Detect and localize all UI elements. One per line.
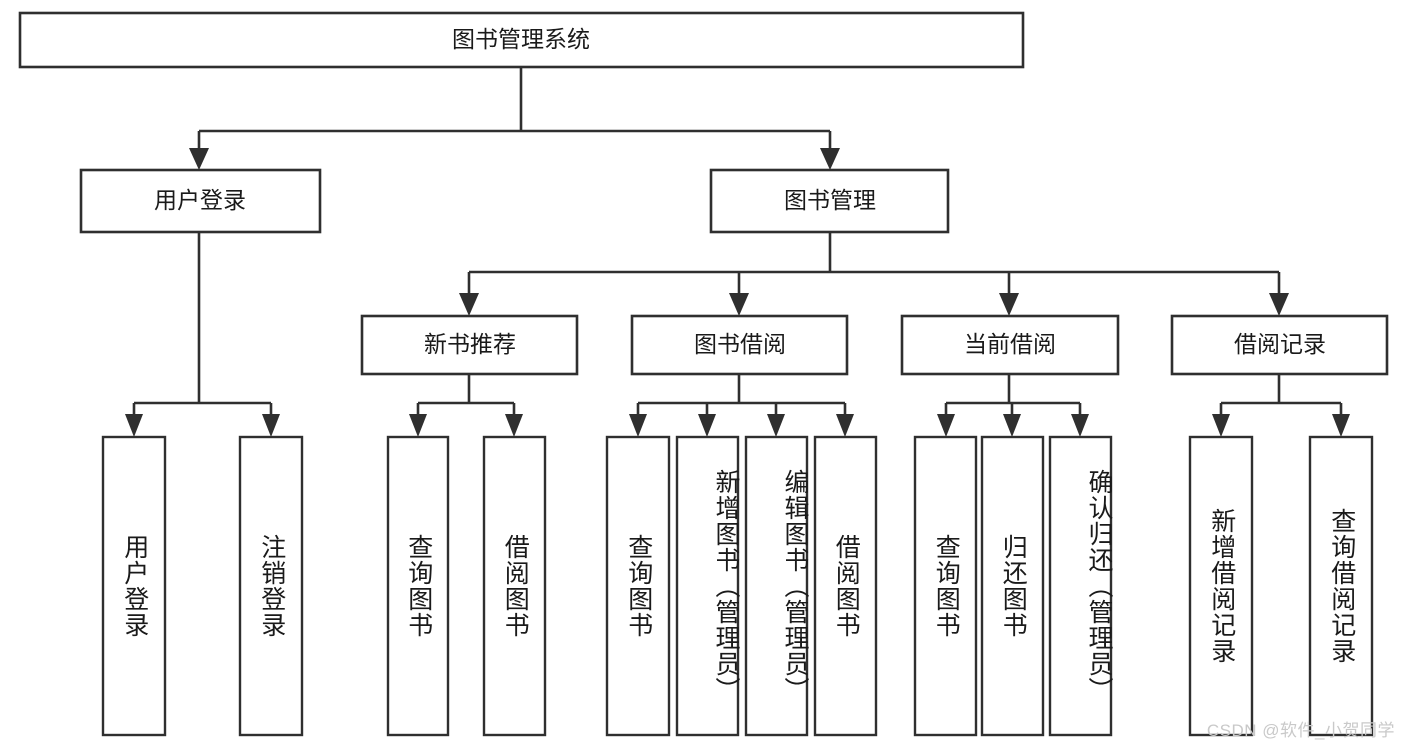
arrowhead-user-login	[189, 148, 209, 170]
node-leaf-borrow-edit-box[interactable]	[744, 435, 809, 737]
connector-layer	[125, 67, 1350, 437]
node-new-book-rec-box[interactable]	[360, 314, 579, 376]
arrowhead-leaf-current-return	[1003, 414, 1021, 437]
arrowhead-leaf-user-login	[125, 414, 143, 437]
node-leaf-current-query-box[interactable]	[913, 435, 978, 737]
node-new-book-rec[interactable]: 新书推荐	[360, 314, 579, 376]
node-borrow-record[interactable]: 借阅记录	[1170, 314, 1389, 376]
node-current-borrow[interactable]: 当前借阅	[900, 314, 1120, 376]
node-user-login-box[interactable]	[79, 168, 322, 234]
arrowhead-leaf-borrow-query	[629, 414, 647, 437]
node-leaf-record-add-box[interactable]	[1188, 435, 1254, 737]
arrowhead-leaf-record-add	[1212, 414, 1230, 437]
node-leaf-rec-borrow-box[interactable]	[482, 435, 547, 737]
arrowhead-leaf-borrow-edit	[767, 414, 785, 437]
arrowhead-leaf-current-confirm	[1071, 414, 1089, 437]
node-root-box[interactable]	[18, 11, 1025, 69]
node-current-borrow-label: 当前借阅	[964, 331, 1056, 357]
watermark-text: CSDN @软件_小贺同学	[1206, 721, 1395, 740]
node-user-login[interactable]: 用户登录	[79, 168, 322, 234]
node-leaf-rec-query-box[interactable]	[386, 435, 450, 737]
node-root-label: 图书管理系统	[452, 26, 590, 52]
arrowhead-leaf-rec-borrow	[505, 414, 523, 437]
node-book-borrow-box[interactable]	[630, 314, 849, 376]
arrowhead-new-book-rec	[459, 293, 479, 316]
arrowhead-current-borrow	[999, 293, 1019, 316]
node-leaf-borrow-add-box[interactable]	[675, 435, 740, 737]
arrowhead-leaf-rec-query	[409, 414, 427, 437]
node-book-manage-label: 图书管理	[784, 187, 876, 213]
arrowhead-book-manage	[820, 148, 840, 170]
node-leaf-current-confirm-box[interactable]	[1048, 435, 1113, 737]
node-book-manage[interactable]: 图书管理	[709, 168, 950, 234]
node-book-borrow-label: 图书借阅	[694, 331, 786, 357]
node-leaf-user-login-box[interactable]	[101, 435, 167, 737]
node-new-book-rec-label: 新书推荐	[424, 331, 516, 357]
node-current-borrow-box[interactable]	[900, 314, 1120, 376]
arrowhead-book-borrow	[729, 293, 749, 316]
leaf-box-layer	[101, 435, 1374, 737]
arrowhead-borrow-record	[1269, 293, 1289, 316]
node-leaf-borrow-lend-box[interactable]	[813, 435, 878, 737]
node-user-login-label: 用户登录	[154, 187, 246, 213]
node-leaf-current-return-box[interactable]	[980, 435, 1045, 737]
node-borrow-record-label: 借阅记录	[1234, 331, 1326, 357]
arrowhead-leaf-borrow-add	[698, 414, 716, 437]
node-book-manage-box[interactable]	[709, 168, 950, 234]
arrowhead-leaf-user-logout	[262, 414, 280, 437]
arrowhead-leaf-current-query	[937, 414, 955, 437]
arrowhead-leaf-borrow-lend	[836, 414, 854, 437]
node-leaf-user-logout-box[interactable]	[238, 435, 304, 737]
arrowhead-leaf-record-query	[1332, 414, 1350, 437]
node-leaf-record-query-box[interactable]	[1308, 435, 1374, 737]
node-borrow-record-box[interactable]	[1170, 314, 1389, 376]
node-leaf-borrow-query-box[interactable]	[605, 435, 671, 737]
node-book-borrow[interactable]: 图书借阅	[630, 314, 849, 376]
node-root[interactable]: 图书管理系统	[18, 11, 1025, 69]
